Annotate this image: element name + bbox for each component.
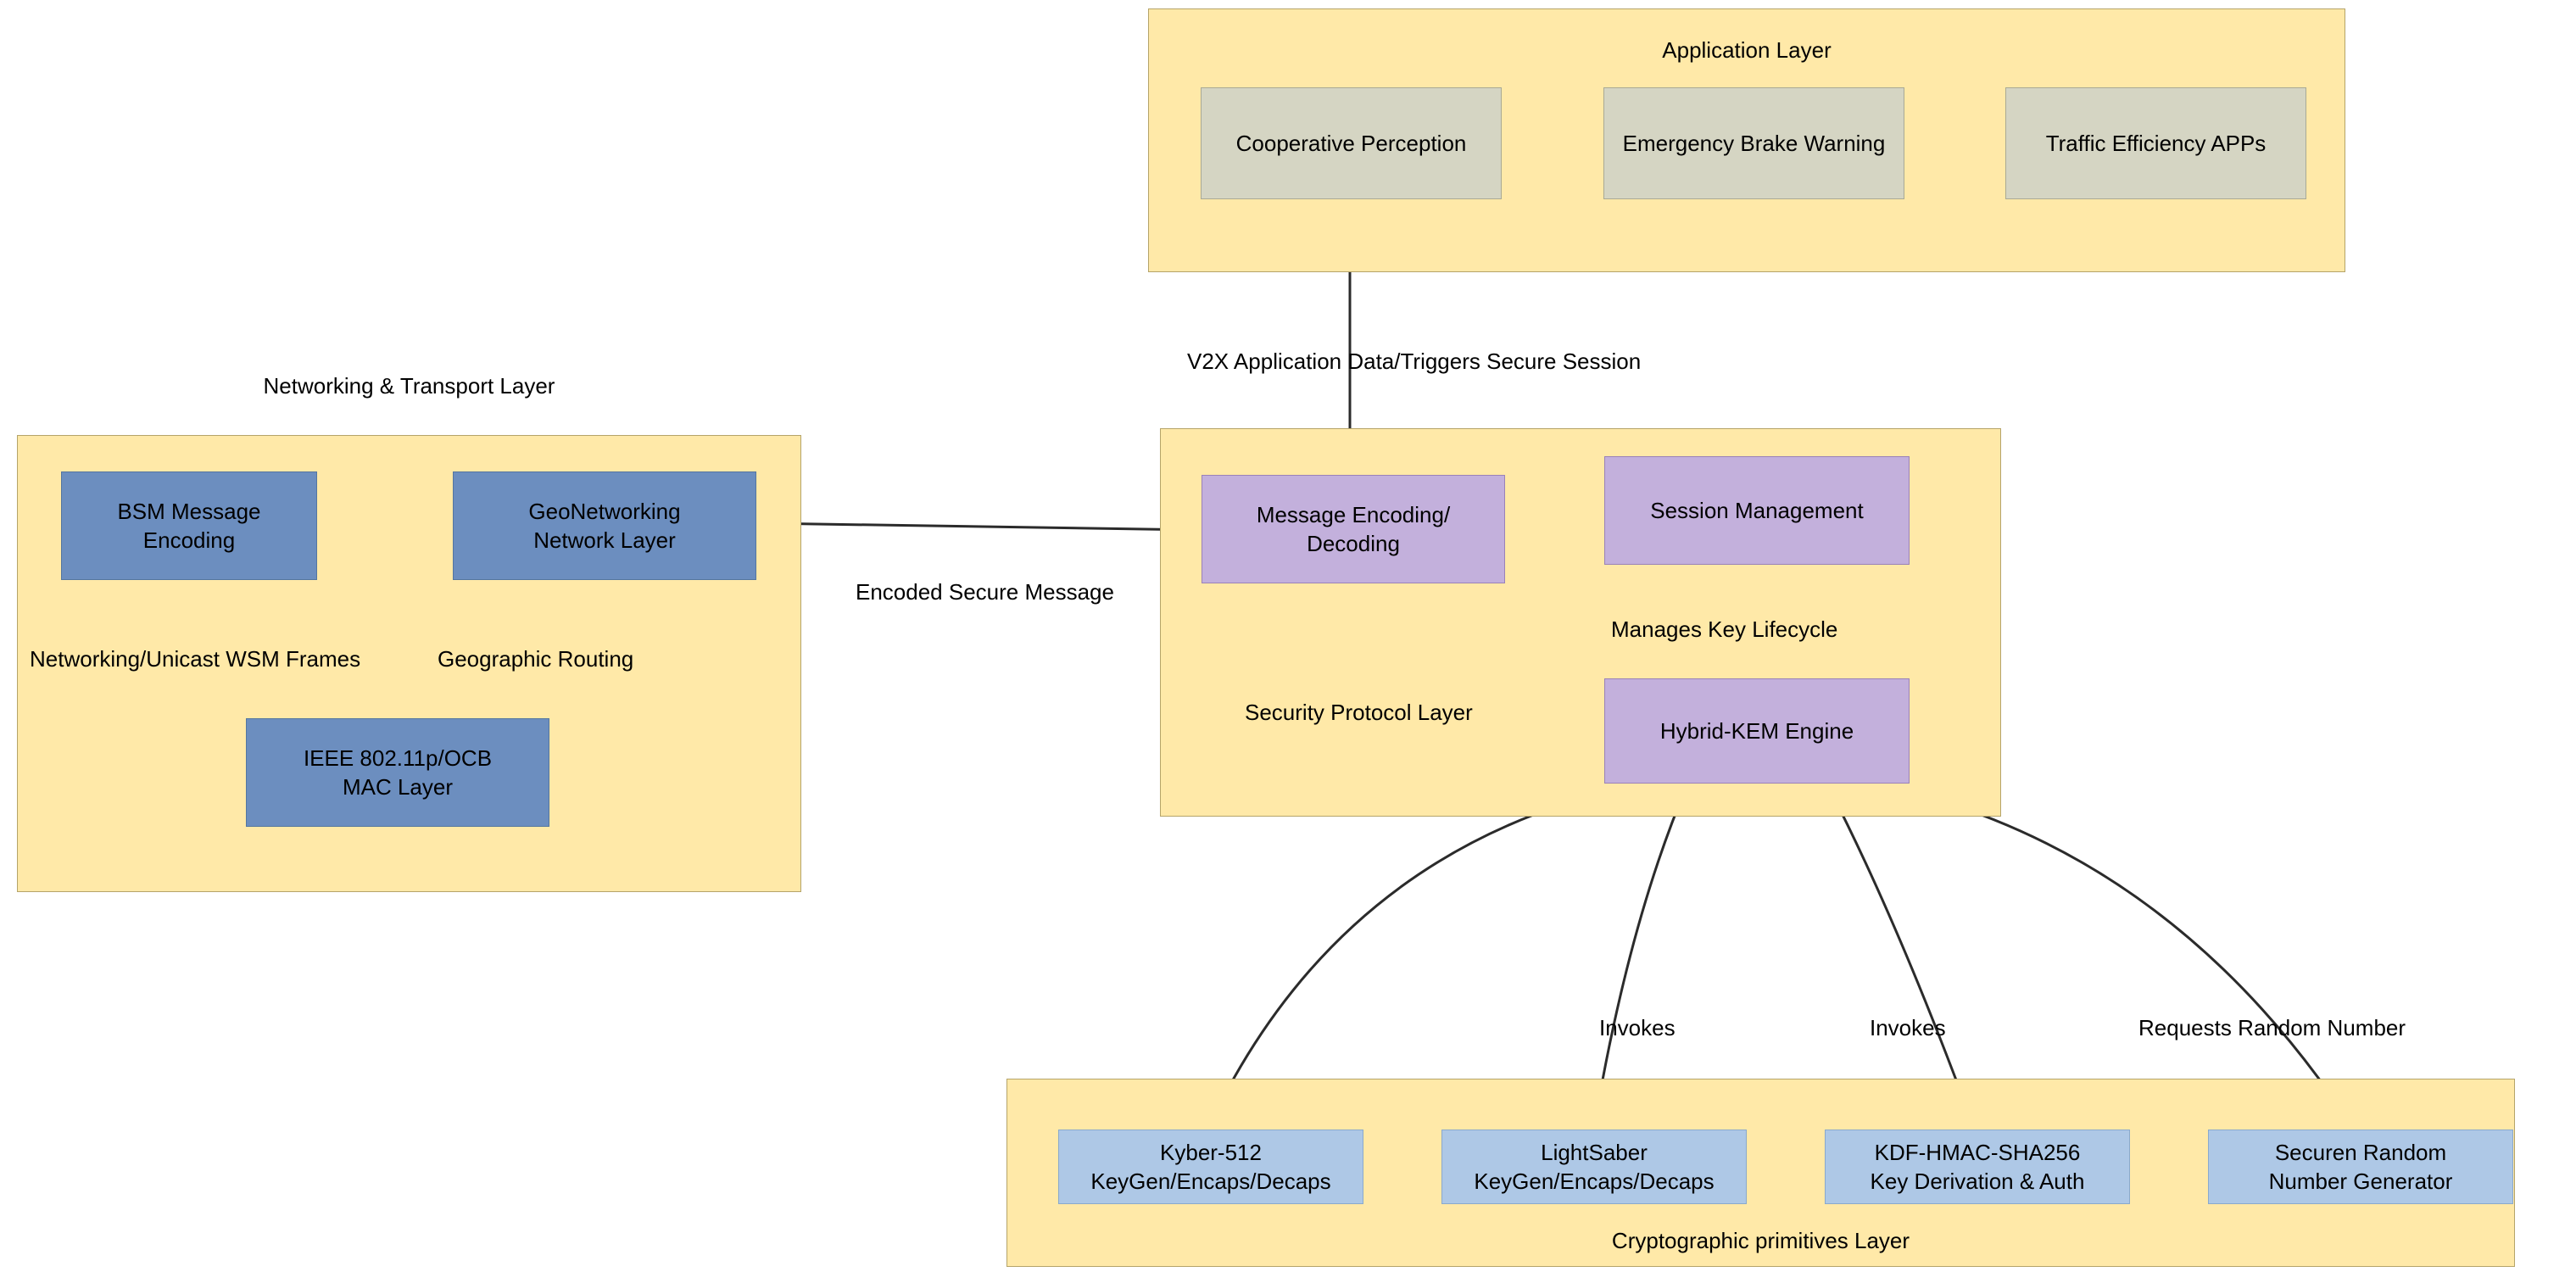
node-label-line1: Kyber-512 xyxy=(1160,1139,1262,1165)
edge-kem-to-rng xyxy=(1877,783,2355,1130)
node-label-line2: Network Layer xyxy=(533,527,676,553)
node-label-line2: MAC Layer xyxy=(342,774,454,800)
node-kyber-512[interactable]: Kyber-512 KeyGen/Encaps/Decaps xyxy=(1058,1130,1363,1204)
node-label: Traffic Efficiency APPs xyxy=(2045,130,2267,156)
cryptographic-layer-title: Cryptographic primitives Layer xyxy=(1611,1228,1910,1253)
edge-kem-to-kdf xyxy=(1826,784,1977,1130)
node-lightsaber[interactable]: LightSaber KeyGen/Encaps/Decaps xyxy=(1441,1130,1747,1204)
node-label: Cooperative Perception xyxy=(1235,130,1467,156)
node-label-line1: GeoNetworking xyxy=(528,498,681,524)
node-message-encoding-decoding[interactable]: Message Encoding/ Decoding xyxy=(1202,475,1505,583)
edge-label-kem-to-lightsaber: Invokes xyxy=(1599,1015,1676,1040)
node-cooperative-perception[interactable]: Cooperative Perception xyxy=(1201,87,1502,199)
node-label-line2: KeyGen/Encaps/Decaps xyxy=(1090,1169,1331,1194)
node-label: Emergency Brake Warning xyxy=(1622,130,1886,156)
edge-label-security-to-networking: Encoded Secure Message xyxy=(856,579,1114,605)
edge-security-to-networking xyxy=(761,514,1201,533)
security-layer-title: Security Protocol Layer xyxy=(1245,700,1473,725)
edge-label-geo-to-mac: Geographic Routing xyxy=(438,646,634,672)
edge-kem-to-lightsaber xyxy=(1587,784,1689,1130)
node-label-line2: KeyGen/Encaps/Decaps xyxy=(1474,1169,1715,1194)
node-label-line1: IEEE 802.11p/OCB xyxy=(303,745,493,771)
edge-label-bsm-to-mac: Networking/Unicast WSM Frames xyxy=(30,646,361,672)
node-geonetworking-network-layer[interactable]: GeoNetworking Network Layer xyxy=(453,471,756,580)
node-label-line1: KDF-HMAC-SHA256 xyxy=(1874,1139,2081,1165)
node-label: Session Management xyxy=(1650,497,1864,523)
node-label-line1: Message Encoding/ xyxy=(1256,501,1451,527)
edge-kem-to-kyber xyxy=(1207,783,1637,1130)
node-bsm-message-encoding[interactable]: BSM Message Encoding xyxy=(61,471,317,580)
edge-label-app-to-security: V2X Application Data/Triggers Secure Ses… xyxy=(1187,349,1642,374)
node-label-line1: LightSaber xyxy=(1541,1139,1648,1165)
node-secure-random-number-generator[interactable]: Securen Random Number Generator xyxy=(2208,1130,2513,1204)
node-emergency-brake-warning[interactable]: Emergency Brake Warning xyxy=(1603,87,1904,199)
node-label-line2: Key Derivation & Auth xyxy=(1870,1169,2085,1194)
node-label-line2: Decoding xyxy=(1307,531,1400,556)
edge-label-kem-to-rng: Requests Random Number xyxy=(2138,1015,2406,1040)
node-kdf-hmac-sha256[interactable]: KDF-HMAC-SHA256 Key Derivation & Auth xyxy=(1825,1130,2130,1204)
node-session-management[interactable]: Session Management xyxy=(1604,456,1910,565)
node-label-line2: Number Generator xyxy=(2268,1169,2453,1194)
node-label-line1: BSM Message xyxy=(117,498,261,524)
networking-layer-title: Networking & Transport Layer xyxy=(263,373,555,399)
application-layer-title: Application Layer xyxy=(1662,37,1832,63)
node-label-line2: Encoding xyxy=(142,527,236,553)
node-label: Hybrid-KEM Engine xyxy=(1659,717,1854,744)
edge-label-kem-to-kdf: Invokes xyxy=(1870,1015,1946,1040)
node-traffic-efficiency-apps[interactable]: Traffic Efficiency APPs xyxy=(2005,87,2306,199)
node-ieee-80211p-ocb-mac-layer[interactable]: IEEE 802.11p/OCB MAC Layer xyxy=(246,718,549,827)
node-label-line1: Securen Random xyxy=(2274,1139,2447,1165)
node-hybrid-kem-engine[interactable]: Hybrid-KEM Engine xyxy=(1604,678,1910,784)
edge-label-session-to-kem: Manages Key Lifecycle xyxy=(1611,616,1838,642)
